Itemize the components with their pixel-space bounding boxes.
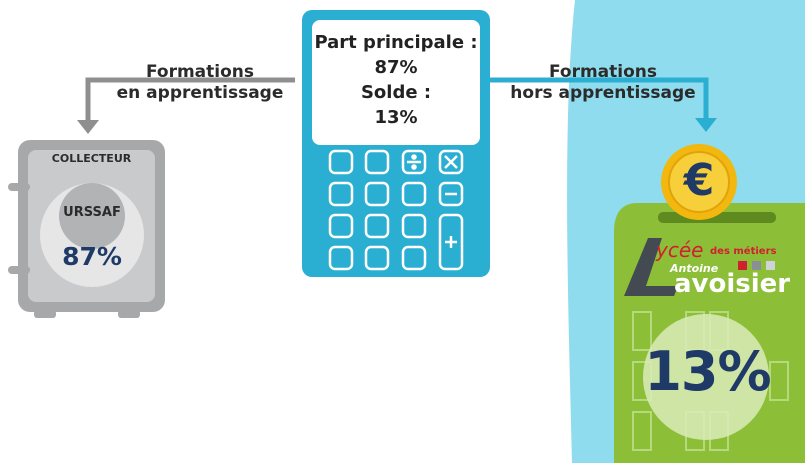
calculator-line-1: Part principale : [314,32,478,53]
calculator-screen: Part principale : 87% Solde : 13% [312,20,480,145]
safe-percent: 87% [62,242,122,271]
calculator-keypad [328,149,464,271]
calculator: Part principale : 87% Solde : 13% [302,10,490,277]
safe-label: URSSAF [63,205,121,220]
lycee-logo: ycée des métiers Antoine avoisier [618,238,805,300]
flow-label-left-line2: en apprentissage [116,83,284,103]
logo-lavoisier: avoisier [674,269,791,299]
safe: COLLECTEUR URSSAF 87% [0,0,180,330]
safe-header: COLLECTEUR [51,152,132,165]
logo-antoine: Antoine [670,262,719,275]
arrow-left [77,77,295,134]
calculator-line-2: 87% [374,57,418,78]
safe-body [8,140,165,318]
logo-lycee: ycée [656,238,704,262]
flow-label-right-line2: hors apprentissage [510,83,696,103]
logo-squares [738,261,788,271]
calculator-line-4: 13% [374,107,418,128]
logo-des-metiers: des métiers [710,246,777,257]
arrow-right [490,77,717,132]
flow-label-left: Formations en apprentissage [100,62,300,104]
flow-label-right: Formations hors apprentissage [498,62,708,104]
piggy-percent: 13% [644,340,771,403]
coin-symbol: € [683,155,715,206]
flow-label-right-line1: Formations [548,62,658,82]
flow-label-left-line1: Formations [145,62,255,82]
piggy-bank: € ycée des métiers Antoine avoisier 13% [600,140,805,463]
euro-coin-icon [661,144,737,220]
logo-l-mark [624,238,678,296]
calculator-line-3: Solde : [360,82,432,103]
